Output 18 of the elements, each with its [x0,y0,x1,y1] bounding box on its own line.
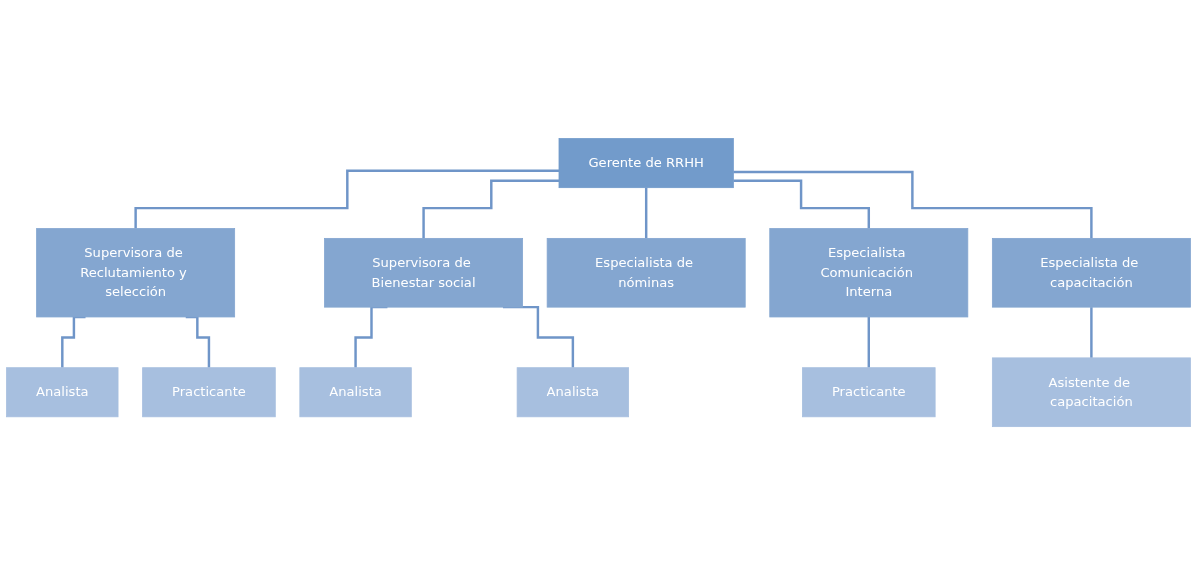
node-box: Asistente de capacitación [991,357,1191,427]
node-box: Especialista de capacitación [991,237,1191,308]
connector [733,170,1093,240]
node-box: Analista [299,367,412,418]
node-box: Gerente de RRHH [558,138,734,188]
node-box: Supervisora de Reclutamiento y selección [36,228,236,318]
node-box: Supervisora de Bienestar social [324,237,523,308]
connector [733,179,870,230]
connector [644,186,648,240]
node-box: Analista [516,367,629,418]
node-box: Analista [6,367,119,418]
connector [422,179,559,240]
node-box: Especialista Comunicación Interna [769,228,969,318]
node-box: Practicante [802,367,936,418]
node-box: Especialista de nóminas [546,237,746,308]
node-box: Practicante [142,367,276,418]
connector [867,315,870,369]
connector [134,169,559,230]
